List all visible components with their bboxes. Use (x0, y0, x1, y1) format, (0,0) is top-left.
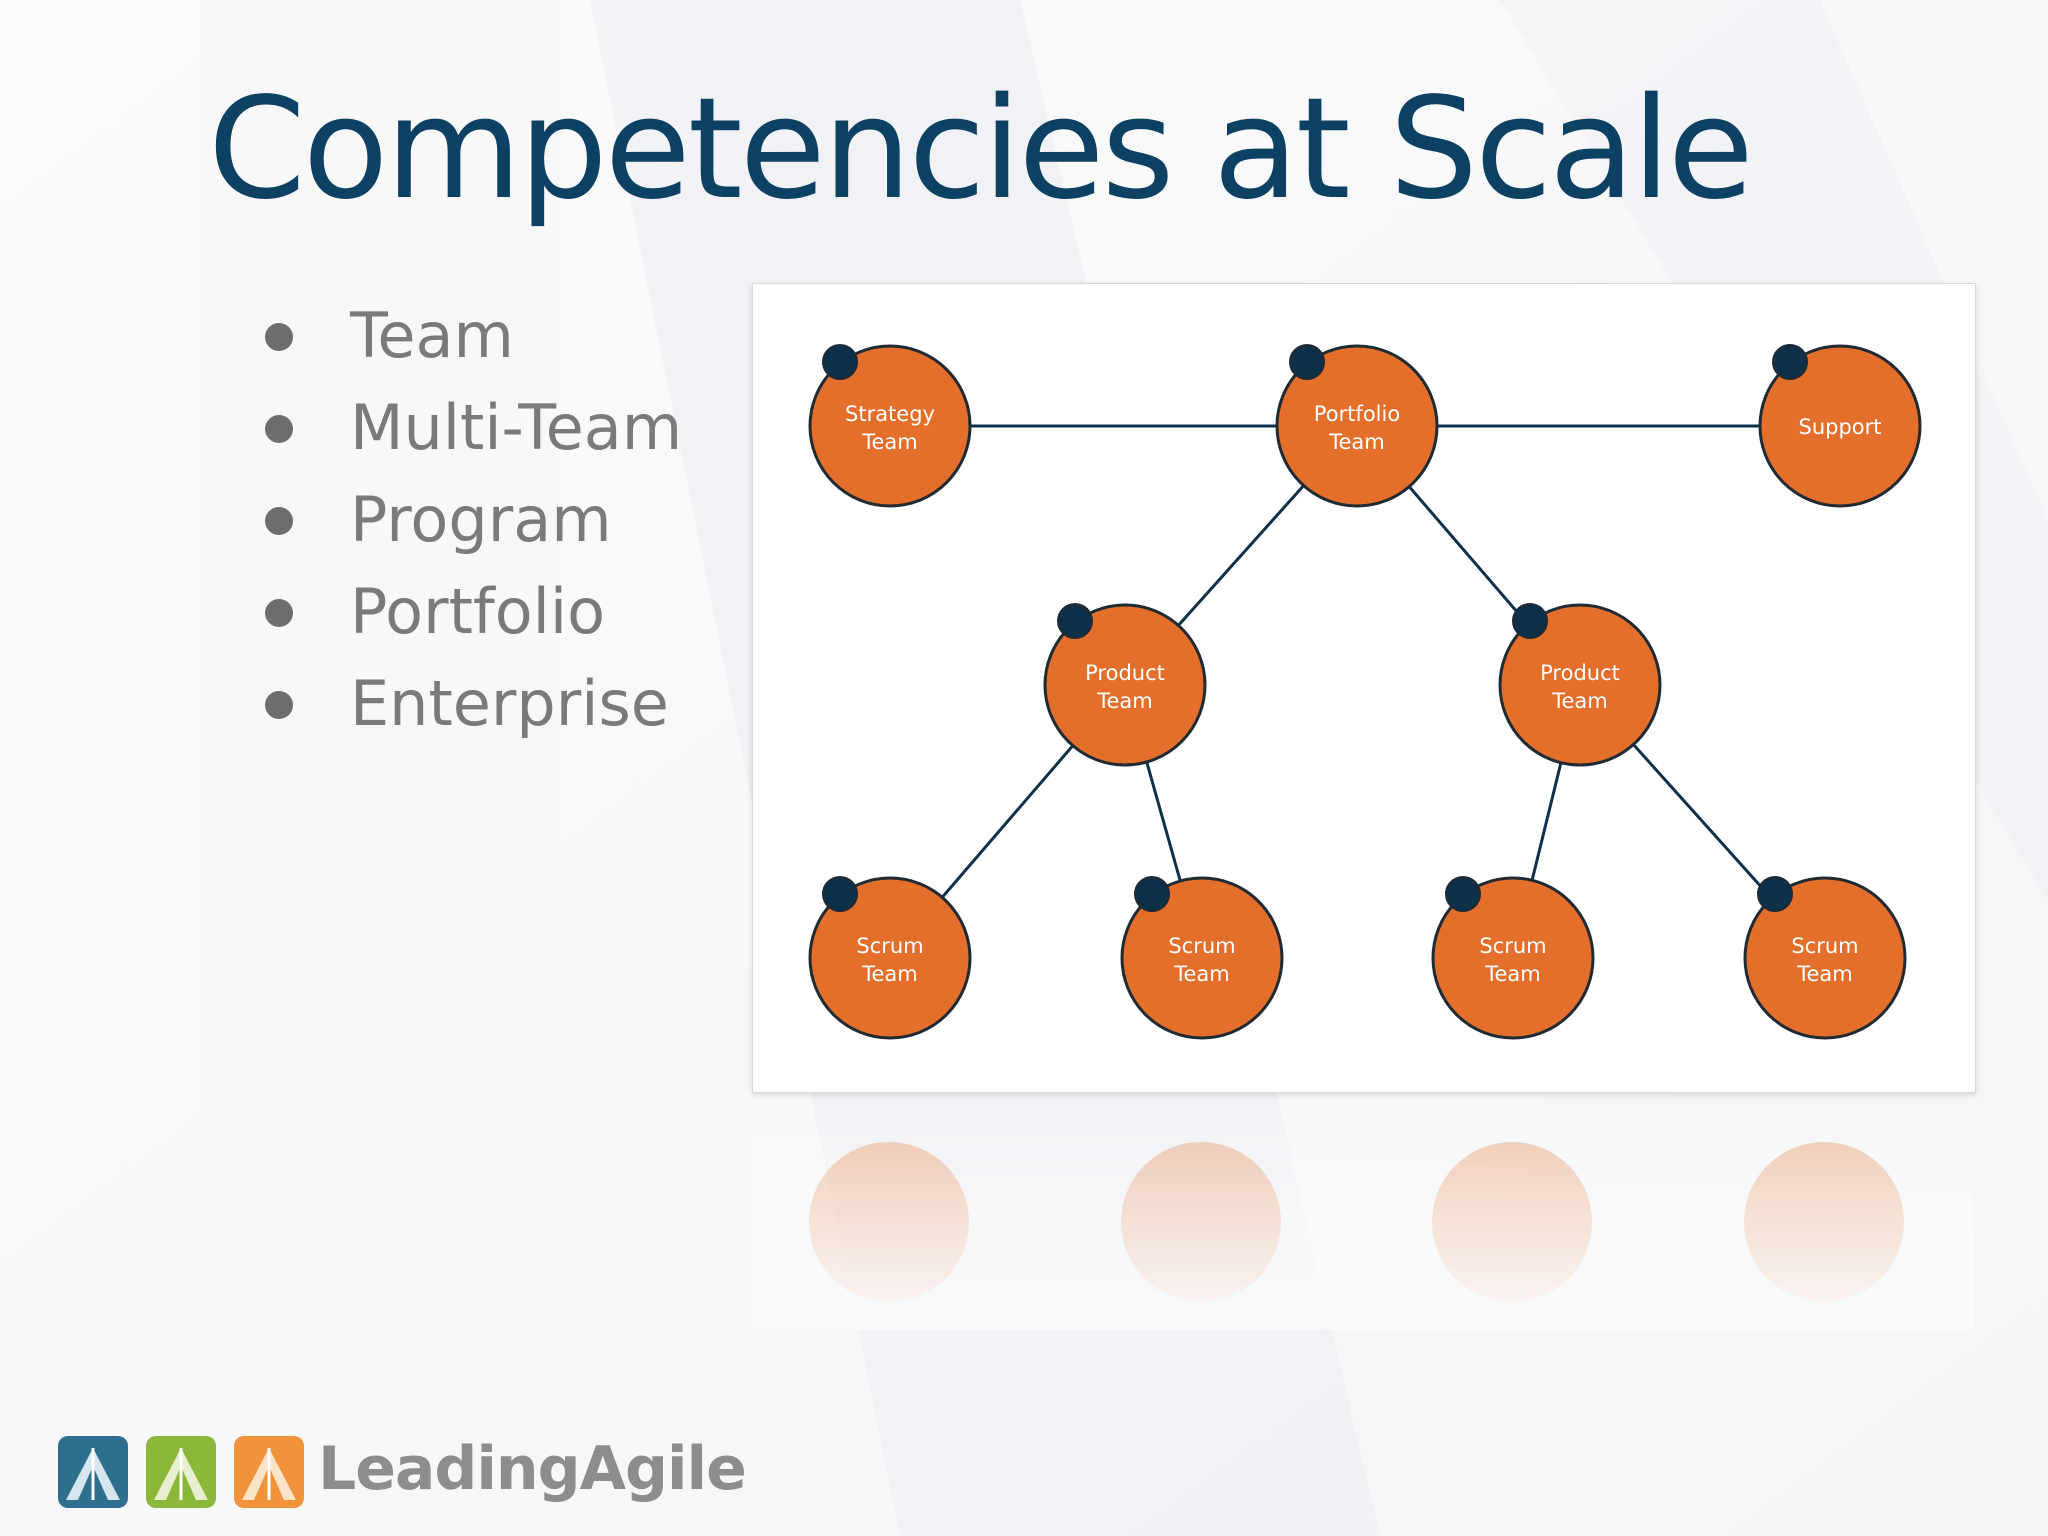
bullet-item: Program (260, 474, 682, 566)
bullet-item: Portfolio (260, 566, 682, 658)
node-circle (1431, 876, 1595, 1040)
node-anchor-dot-icon (1057, 603, 1093, 639)
bullet-text: Multi-Team (350, 391, 683, 464)
node-label-line1: Strategy (845, 402, 935, 426)
bullet-dot-icon (265, 415, 293, 443)
node-label-line2: Team (1796, 962, 1853, 986)
node-circle (1498, 603, 1662, 767)
node-circle (1120, 876, 1284, 1040)
node-circle (1758, 344, 1922, 508)
org-diagram: StrategyTeamPortfolioTeamSupportProductT… (808, 344, 1922, 1040)
logo-text: LeadingAgile (318, 1434, 747, 1504)
node-label-line1: Scrum (1791, 934, 1858, 958)
company-logo: LeadingAgile (56, 1430, 747, 1520)
node-anchor-dot-icon (822, 344, 858, 380)
node-anchor-dot-icon (1134, 876, 1170, 912)
node-anchor-dot-icon (1512, 603, 1548, 639)
node-label-line2: Team (1551, 689, 1608, 713)
node-anchor-dot-icon (1289, 344, 1325, 380)
logo-mark-icon (58, 1436, 304, 1508)
bullet-dot-icon (265, 599, 293, 627)
node-label-line2: Team (1173, 962, 1230, 986)
node-circle (808, 876, 972, 1040)
node-circle (1743, 876, 1907, 1040)
node-label-line1: Scrum (856, 934, 923, 958)
node-label-line1: Scrum (1479, 934, 1546, 958)
bullet-dot-icon (265, 507, 293, 535)
node-label-line2: Team (1484, 962, 1541, 986)
node-layer: StrategyTeamPortfolioTeamSupportProductT… (808, 344, 1922, 1040)
node-circle (1043, 603, 1207, 767)
node-circle (1275, 344, 1439, 508)
slide-title: Competencies at Scale (208, 68, 1754, 231)
bullet-dot-icon (265, 691, 293, 719)
node-support: Support (1758, 344, 1922, 508)
node-label-line2: Team (1328, 430, 1385, 454)
node-label-line2: Team (861, 962, 918, 986)
bullet-text: Team (350, 299, 514, 372)
bullet-dot-icon (265, 323, 293, 351)
node-anchor-dot-icon (1757, 876, 1793, 912)
node-label-line1: Scrum (1168, 934, 1235, 958)
diagram-reflection (752, 1110, 1974, 1330)
bullet-text: Enterprise (350, 667, 669, 740)
node-label-line1: Product (1085, 661, 1165, 685)
node-anchor-dot-icon (1772, 344, 1808, 380)
node-label-line2: Team (861, 430, 918, 454)
node-label-line2: Team (1096, 689, 1153, 713)
bullet-item: Enterprise (260, 658, 682, 750)
node-label-line1: Portfolio (1314, 402, 1400, 426)
bullet-item: Multi-Team (260, 382, 682, 474)
bullet-text: Program (350, 483, 612, 556)
bullet-text: Portfolio (350, 575, 606, 648)
node-label-line1: Support (1798, 415, 1881, 439)
node-anchor-dot-icon (1445, 876, 1481, 912)
bullet-item: Team (260, 290, 682, 382)
node-circle (808, 344, 972, 508)
bullet-list: Team Multi-Team Program Portfolio Enterp… (260, 290, 682, 750)
node-label-line1: Product (1540, 661, 1620, 685)
node-anchor-dot-icon (822, 876, 858, 912)
